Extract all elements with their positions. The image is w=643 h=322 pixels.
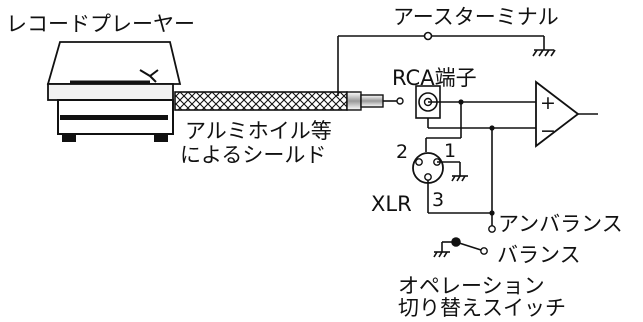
rca-terminal-label: RCA端子 — [392, 66, 477, 90]
unbalanced-label: アンバランス — [498, 212, 623, 236]
earth-terminal-label: アースターミナル — [393, 5, 559, 29]
rca-wiring — [425, 99, 536, 216]
xlr-pin-3-label: 3 — [432, 189, 444, 211]
shield-label-line1: アルミホイル等 — [185, 119, 332, 143]
earth-wire — [337, 31, 545, 96]
xlr-label: XLR — [371, 192, 412, 216]
xlr-connector-icon — [412, 152, 444, 184]
differential-amplifier-icon — [535, 80, 598, 148]
switch-label-line2: 切り替えスイッチ — [398, 296, 566, 320]
turntable-label: レコードプレーヤー — [6, 12, 195, 36]
amp-plus-sign: + — [540, 92, 556, 114]
rca-plug-icon — [346, 91, 404, 111]
earth-ground-icon — [532, 49, 556, 57]
xlr-wiring — [427, 161, 493, 226]
amp-minus-sign: − — [540, 120, 556, 142]
xlr-pin-2-label: 2 — [396, 141, 408, 163]
turntable-icon — [46, 41, 182, 142]
switch-label-line1: オペレーション — [398, 274, 545, 298]
balanced-label: バランス — [497, 243, 581, 267]
operation-switch-icon — [433, 225, 496, 258]
shielded-cable — [174, 91, 348, 111]
xlr-pin-1-label: 1 — [444, 140, 456, 162]
shield-label-line2: によるシールド — [180, 143, 326, 167]
